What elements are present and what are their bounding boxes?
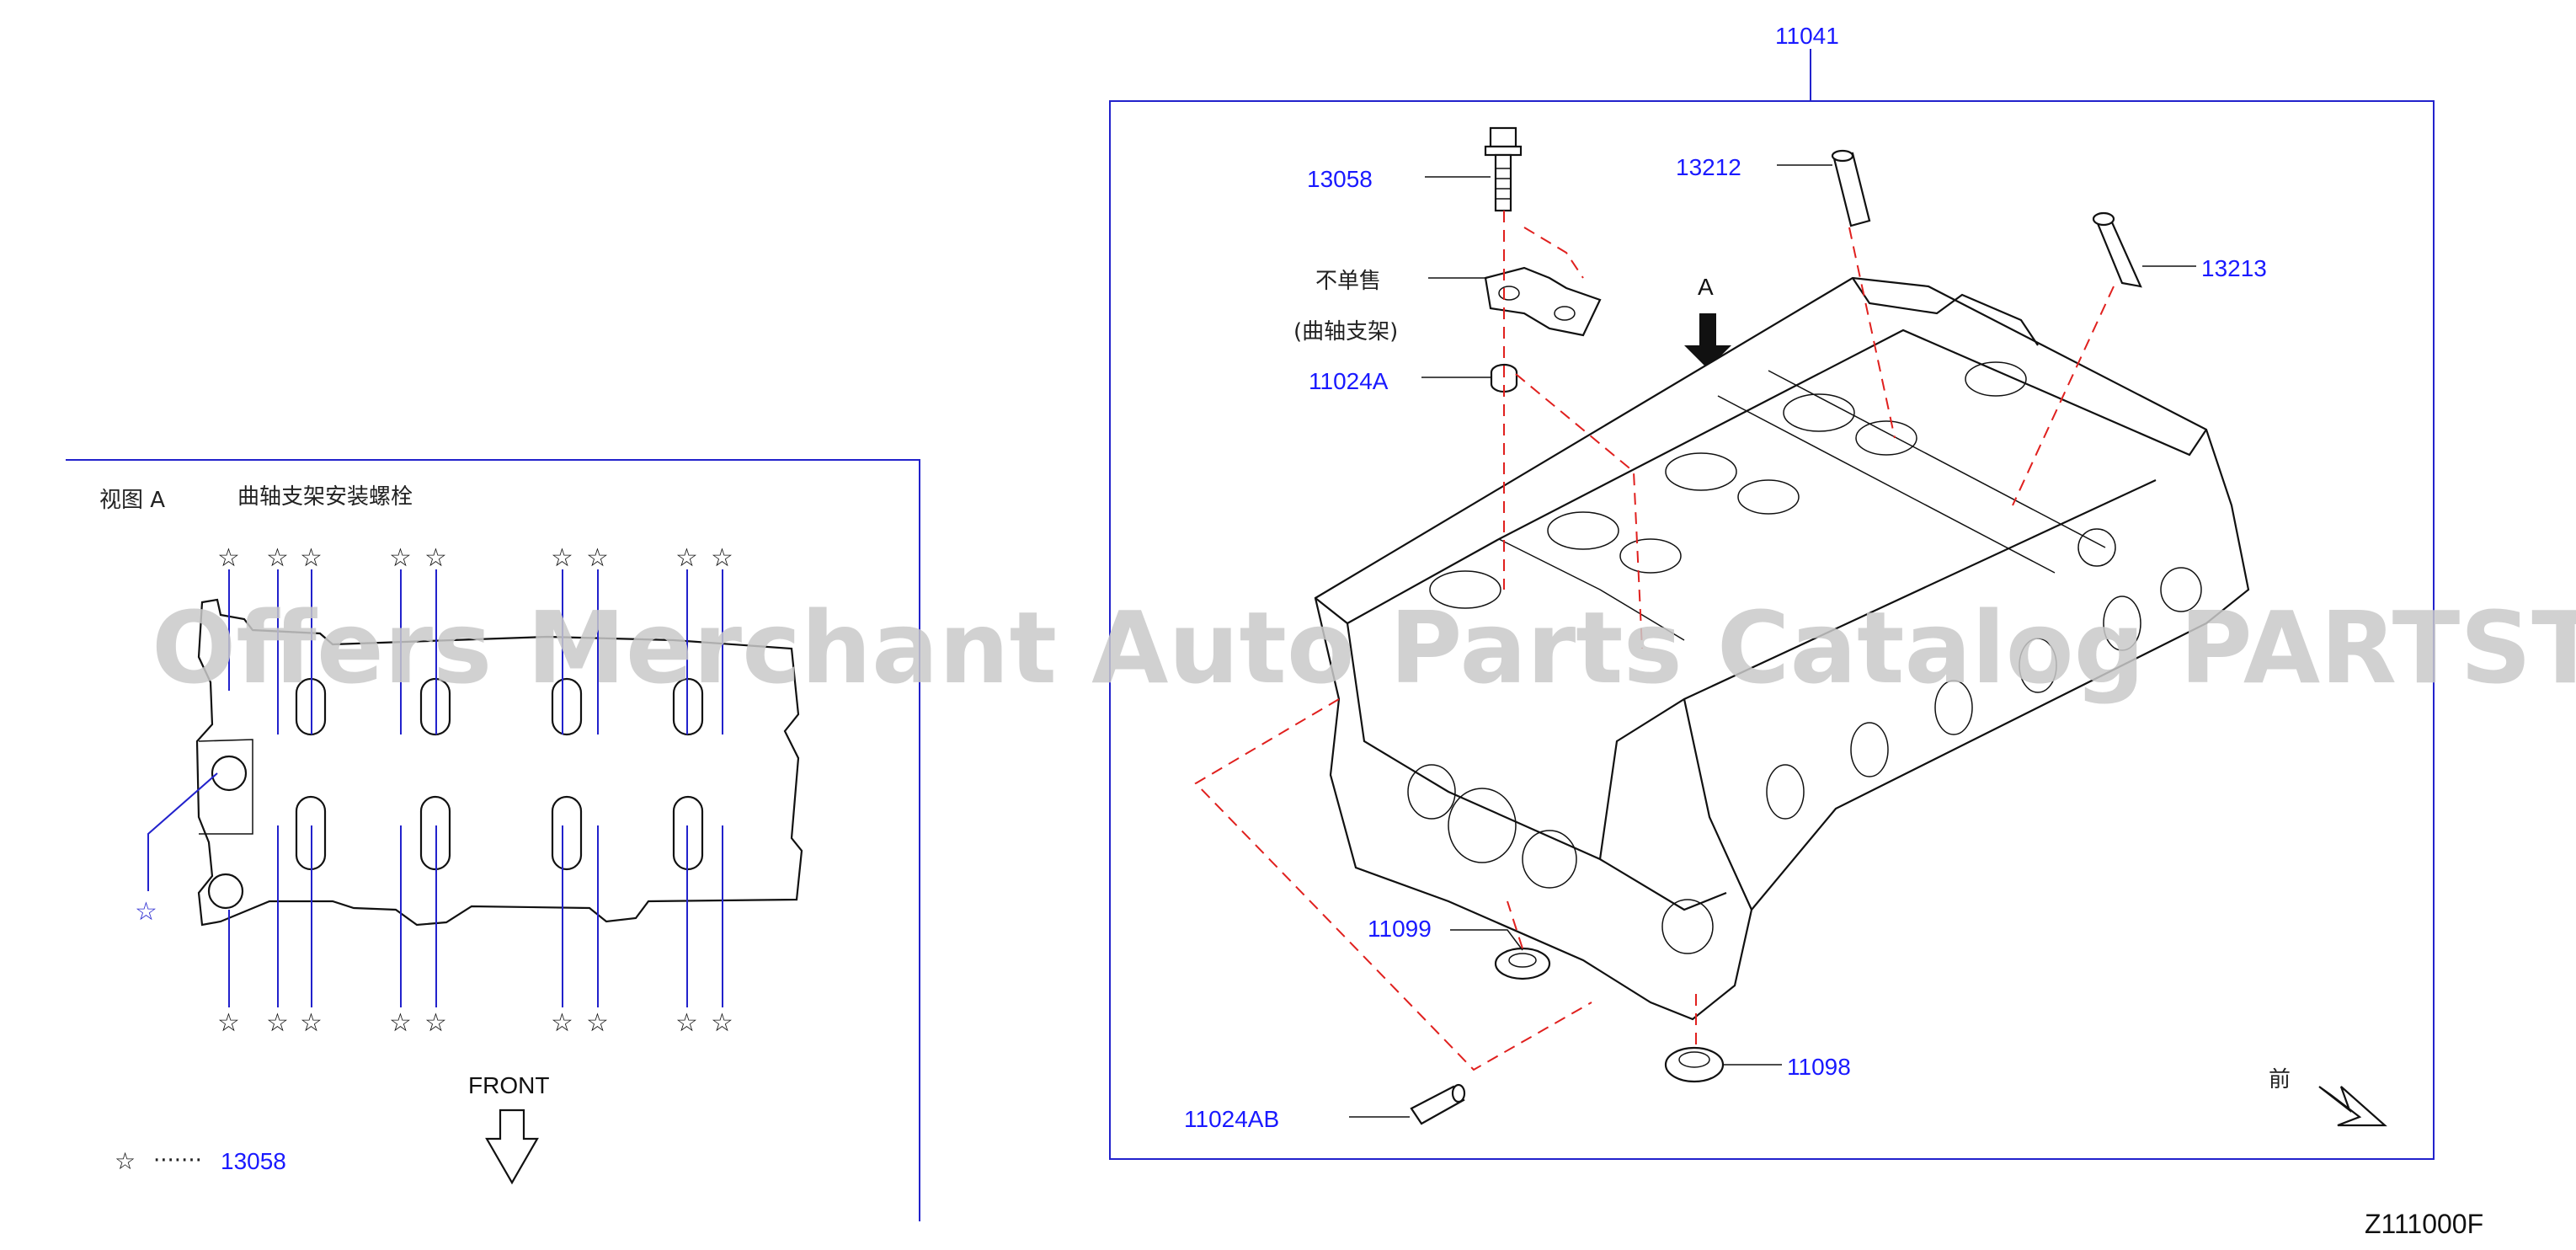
dowel-hole: [211, 755, 248, 792]
svg-text:☆: ☆: [551, 543, 573, 573]
bearing-caps-lower: [295, 795, 704, 871]
front-label: FRONT: [468, 1072, 549, 1098]
bolt-13058: [1484, 126, 1523, 212]
legend-star-icon: ☆: [115, 1147, 136, 1175]
svg-text:☆: ☆: [300, 1008, 323, 1038]
watermark: Offers Merchant Auto Parts Catalog PARTS…: [152, 590, 2576, 706]
guide-13212: [1831, 149, 1871, 227]
crank-bracket: [1484, 266, 1602, 337]
callout-11098[interactable]: 11098: [1787, 1054, 1851, 1080]
svg-text:☆: ☆: [711, 1008, 733, 1038]
callout-11041[interactable]: 11041: [1775, 23, 1839, 49]
callout-11099[interactable]: 11099: [1368, 916, 1432, 942]
bolt-star-markers: ☆ ☆ ☆ ☆ ☆ ☆ ☆ ☆ ☆ ☆ ☆ ☆ ☆ ☆ ☆ ☆ ☆ ☆: [217, 543, 733, 1038]
assembly-lines: [1194, 211, 2115, 1071]
diagram-code: Z111000F: [2365, 1209, 2483, 1239]
svg-text:☆: ☆: [217, 543, 240, 573]
blue-star-marker: ☆: [135, 897, 157, 927]
svg-text:☆: ☆: [389, 543, 412, 573]
svg-text:☆: ☆: [424, 543, 447, 573]
svg-text:☆: ☆: [586, 1008, 609, 1038]
seal-11098: [1664, 1046, 1725, 1083]
front-arrow-icon: [485, 1108, 539, 1185]
exploded-view-panel: 11041 A: [1109, 23, 2435, 1160]
svg-text:☆: ☆: [266, 543, 289, 573]
front-direction-arrow-icon: [2318, 1086, 2387, 1127]
legend-dots: ·······: [153, 1148, 202, 1173]
svg-text:☆: ☆: [551, 1008, 573, 1038]
bracket-label: (曲轴支架): [1293, 319, 1398, 345]
dowel-11024AB: [1410, 1083, 1466, 1125]
svg-text:☆: ☆: [389, 1008, 412, 1038]
guide-13213: [2092, 211, 2142, 288]
callout-13212[interactable]: 13212: [1676, 154, 1741, 180]
svg-text:☆: ☆: [586, 543, 609, 573]
dowel-11024A: [1490, 363, 1518, 393]
svg-text:☆: ☆: [675, 543, 698, 573]
legend-part-13058[interactable]: 13058: [221, 1148, 286, 1174]
svg-text:☆: ☆: [711, 543, 733, 573]
assembly-frame: [1109, 100, 2435, 1160]
view-a-frame: [66, 459, 920, 1221]
callout-13058[interactable]: 13058: [1307, 166, 1373, 192]
view-a-subtitle: 曲轴支架安装螺栓: [237, 484, 413, 510]
dowel-hole: [207, 873, 244, 910]
callout-11024A[interactable]: 11024A: [1309, 368, 1389, 394]
view-a-panel: 视图 A 曲轴支架安装螺栓: [66, 459, 920, 1221]
svg-text:☆: ☆: [217, 1008, 240, 1038]
svg-text:☆: ☆: [675, 1008, 698, 1038]
callout-13213[interactable]: 13213: [2201, 255, 2267, 281]
svg-text:☆: ☆: [266, 1008, 289, 1038]
view-a-leaders: [147, 569, 723, 1007]
svg-text:☆: ☆: [424, 1008, 447, 1038]
not-sold-separately-label: 不单售: [1315, 269, 1381, 294]
callout-11024AB[interactable]: 11024AB: [1184, 1106, 1279, 1132]
view-a-title: 视图 A: [99, 488, 165, 513]
seal-11099: [1494, 947, 1551, 980]
view-a-arrow-label: A: [1698, 274, 1714, 300]
cylinder-head: [1314, 276, 2250, 1021]
view-direction-arrow-icon: [1684, 313, 1731, 369]
front-indicator-label: 前: [2269, 1067, 2291, 1092]
svg-text:☆: ☆: [300, 543, 323, 573]
